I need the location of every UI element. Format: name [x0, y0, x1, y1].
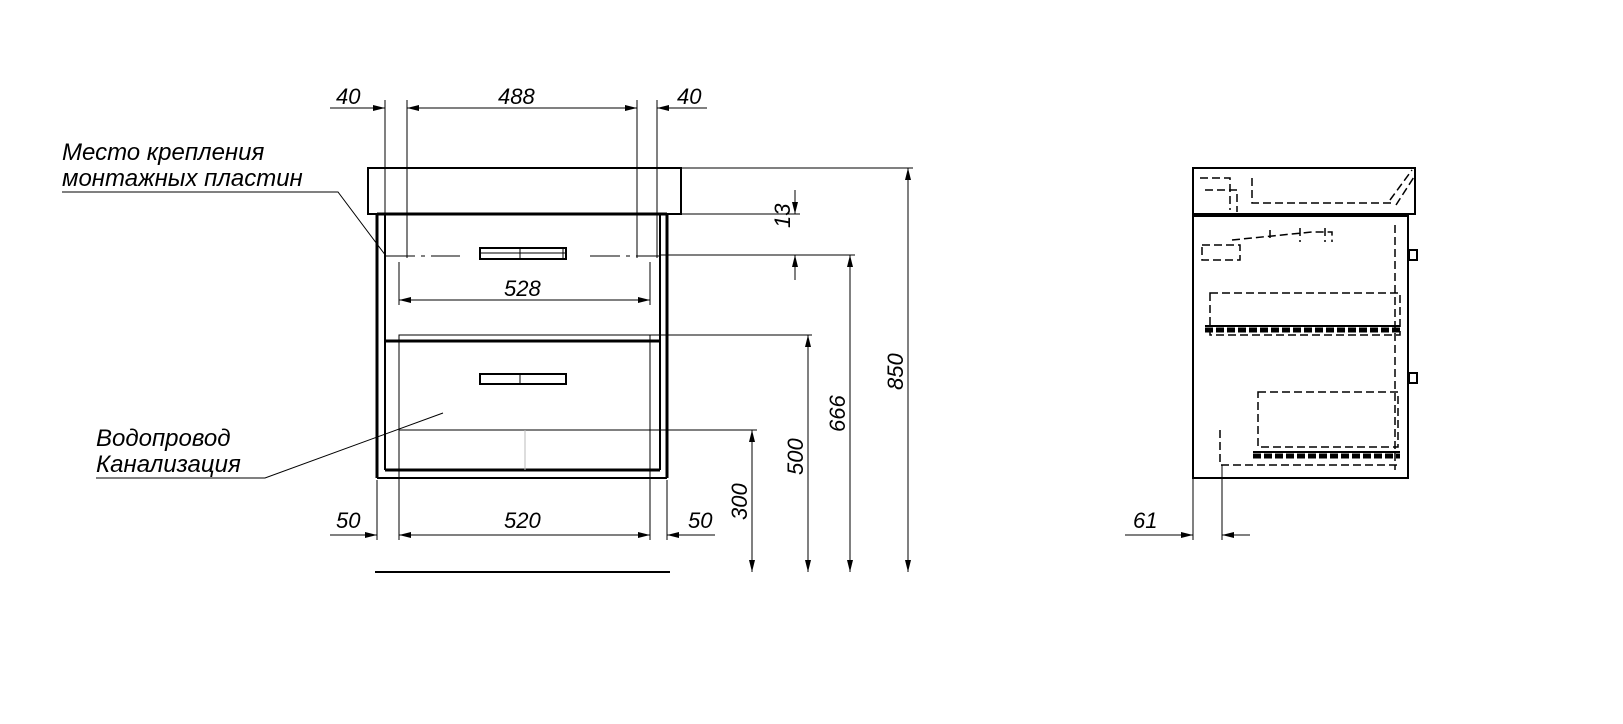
plumbing-leader	[96, 412, 444, 479]
drawer-handle-bottom	[479, 373, 567, 385]
dim-plate-drop: 13	[770, 203, 795, 228]
dim-plate-height: 666	[825, 395, 850, 432]
side-view	[1192, 167, 1418, 479]
dim-top-right: 40	[677, 84, 702, 109]
front-view	[367, 167, 682, 573]
plumbing-label-2: Канализация	[96, 451, 241, 478]
dim-side-offset: 61	[1133, 508, 1157, 533]
dim-total-height: 850	[883, 353, 908, 390]
mounting-plates-label-2: монтажных пластин	[62, 165, 303, 192]
dim-bottom-left: 50	[336, 508, 361, 533]
dim-bottom-right: 50	[688, 508, 713, 533]
dim-top-span: 488	[498, 84, 535, 109]
side-fitting-bottom	[1408, 372, 1418, 384]
mounting-plates-leader	[62, 191, 387, 257]
plumbing-label-1: Водопровод	[96, 425, 230, 452]
mounting-plates-label-1: Место крепления	[62, 139, 264, 166]
dim-top-left: 40	[336, 84, 361, 109]
drawer-handle-top	[479, 247, 567, 260]
countertop-sink	[367, 167, 682, 215]
dim-bottom-span: 520	[504, 508, 541, 533]
dim-plate-width: 528	[504, 276, 541, 301]
extension-lines	[376, 100, 913, 540]
dim-plumbing-height: 300	[727, 483, 752, 520]
side-fitting-top	[1408, 249, 1418, 261]
dim-drainage-height: 500	[783, 438, 808, 475]
